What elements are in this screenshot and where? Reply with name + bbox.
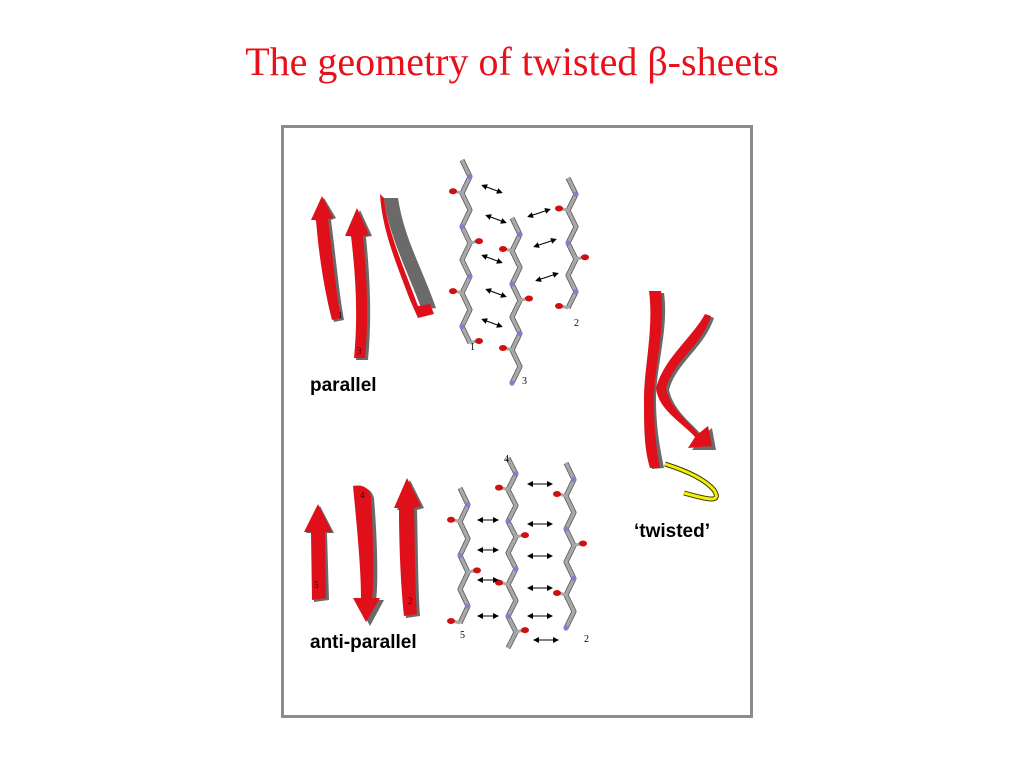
nitrogen-atom [573,191,579,197]
strand-number-anti_stick_4: 4 [504,454,509,465]
hydrogen-bond [485,288,507,298]
hydrogen-bond [481,184,503,194]
strand-number-anti_ribbon_b: 4 [360,490,365,500]
parallel-stick-strand-2 [555,176,589,310]
nitrogen-atom [467,273,473,280]
nitrogen-atom [459,223,465,230]
nitrogen-atom [465,603,471,609]
oxygen-atom [447,516,455,523]
strand-number-parallel_stick_3: 3 [522,376,527,387]
anti-stick-strand-5 [447,486,481,625]
nitrogen-atom [517,330,523,337]
nitrogen-atom [571,575,577,582]
nitrogen-atom [457,552,463,559]
figure-panel: 1 3 1 2 3 5 4 2 4 5 2 parallel anti-parallel ‘twis… [281,125,753,718]
twisted-hairpin [644,291,719,502]
strand-number-anti_stick_5: 5 [460,630,465,641]
hydrogen-bond [481,318,503,328]
nitrogen-atom [573,289,579,295]
hydrogen-bond [533,238,557,248]
hydrogen-bond [527,208,551,218]
oxygen-atom [475,338,483,344]
nitrogen-atom [459,323,465,329]
oxygen-atom [475,238,483,245]
strand-number-anti_stick_2: 2 [584,634,589,645]
oxygen-atom [495,579,503,586]
oxygen-atom [579,540,587,547]
antiparallel-ribbons [304,478,424,626]
nitrogen-atom [505,518,511,524]
oxygen-atom [521,627,529,634]
parallel-stick-strand-1 [449,158,483,345]
slide-title: The geometry of twisted β-sheets [245,39,779,84]
parallel-ribbons [311,194,436,360]
twisted-label: ‘twisted’ [634,521,711,542]
oxygen-atom [521,532,529,539]
oxygen-atom [555,205,563,212]
antiparallel-label: anti-parallel [310,632,417,653]
oxygen-atom [499,246,507,252]
nitrogen-atom [509,380,515,386]
oxygen-atom [525,295,533,302]
strand-number-anti_ribbon_a: 5 [314,580,319,590]
strand-number-parallel_stick_1: 1 [470,342,475,353]
nitrogen-atom [517,231,523,238]
oxygen-atom [555,303,563,309]
oxygen-atom [449,288,457,295]
hydrogen-bond [485,214,507,224]
hydrogen-bond [535,272,559,282]
nitrogen-atom [565,240,571,246]
nitrogen-atom [513,471,519,477]
oxygen-atom [447,618,455,624]
oxygen-atom [553,491,561,497]
oxygen-atom [581,254,589,261]
oxygen-atom [499,345,507,351]
parallel-ribbon-right [384,198,436,310]
strand-number-parallel_ribbon_b: 3 [357,346,362,356]
nitrogen-atom [465,502,471,508]
strand-number-parallel_stick_2: 2 [574,318,579,329]
oxygen-atom [495,484,503,491]
oxygen-atom [473,567,481,574]
nitrogen-atom [513,566,519,572]
nitrogen-atom [467,174,473,180]
nitrogen-atom [563,625,569,631]
nitrogen-atom [563,526,569,532]
oxygen-atom [449,188,457,195]
hydrogen-bond [481,254,503,264]
nitrogen-atom [509,281,515,287]
nitrogen-atom [505,613,511,619]
parallel-label: parallel [310,375,377,396]
strand-number-parallel_ribbon_a: 1 [338,310,343,320]
strand-number-anti_ribbon_c: 2 [408,596,413,606]
anti-stick-strand-4 [495,456,529,650]
beta-sheet-figure: 1 3 1 2 3 5 4 2 4 5 2 [304,158,719,650]
oxygen-atom [553,590,561,596]
anti-stick-strand-2 [553,461,587,631]
nitrogen-atom [571,476,577,483]
parallel-stick-strand-3 [499,216,533,386]
